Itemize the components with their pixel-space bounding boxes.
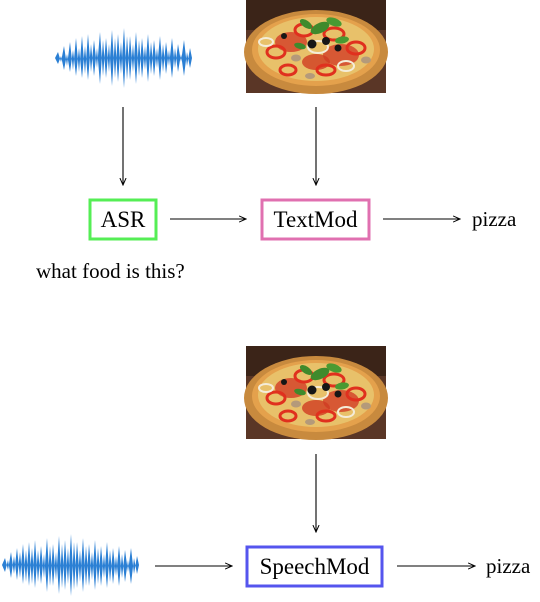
top-audio-waveform-icon (55, 28, 192, 88)
textmod-label: TextMod (274, 207, 358, 232)
top-output-label: pizza (472, 207, 517, 231)
asr-transcript: what food is this? (36, 259, 185, 283)
asr-label: ASR (101, 207, 146, 232)
top-pizza-photo-icon (242, 0, 390, 96)
bottom-audio-waveform-icon (2, 534, 139, 596)
asr-box: ASR (88, 198, 158, 241)
textmod-box: TextMod (260, 198, 371, 241)
bottom-pizza-photo-icon (242, 344, 390, 442)
bottom-output-label: pizza (486, 554, 531, 578)
speechmod-box: SpeechMod (245, 545, 384, 588)
speechmod-label: SpeechMod (260, 554, 370, 579)
